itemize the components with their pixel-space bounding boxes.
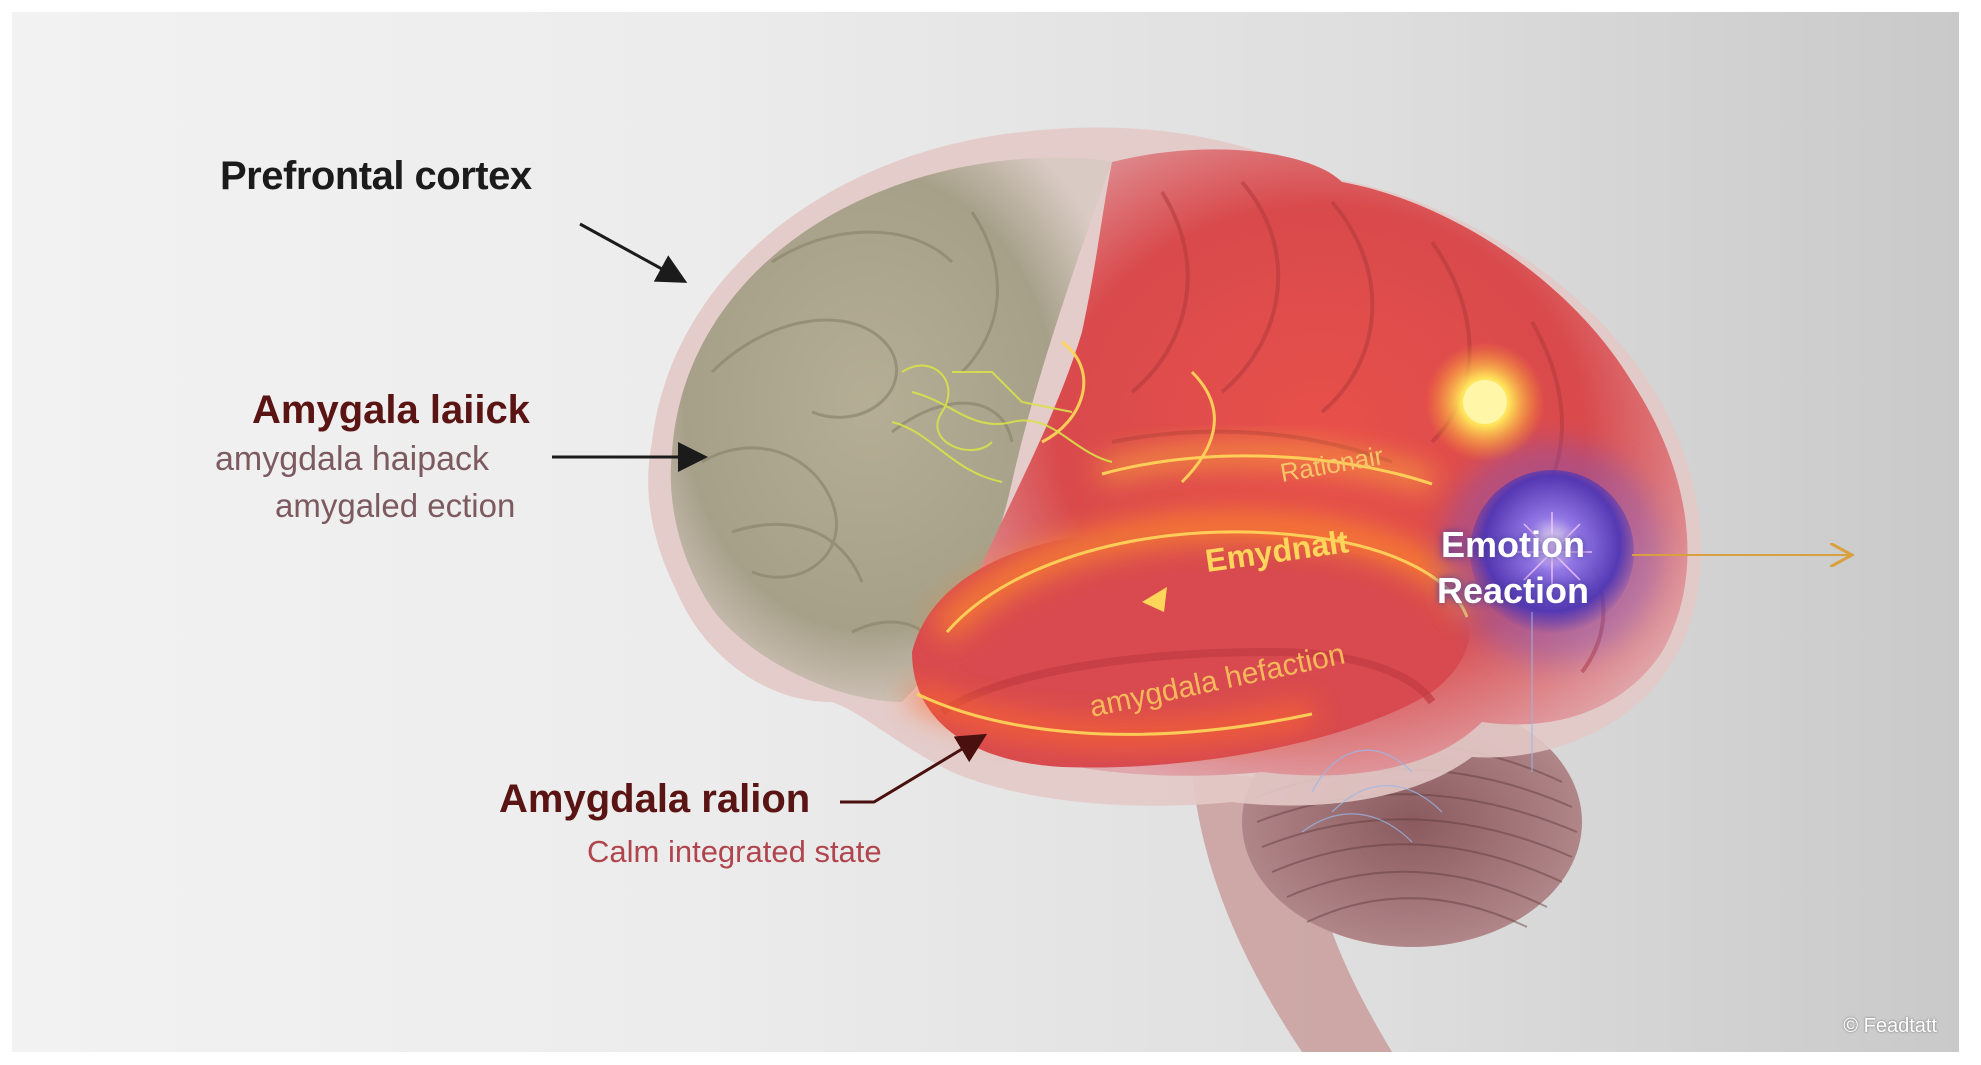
- diagram-canvas: Rationair Emydnalt amygdala hefaction Pr…: [12, 12, 1959, 1052]
- label-amygdala-sub2: amygaled ection: [275, 487, 515, 525]
- label-amygdala-ralion: Amygdala ralion: [499, 777, 810, 822]
- label-amygdala-title: Amygala laiick: [252, 388, 530, 433]
- emotion-line-2: Reaction: [1423, 568, 1603, 614]
- emotion-reaction-label: Emotion Reaction: [1423, 522, 1603, 614]
- label-calm-state: Calm integrated state: [587, 834, 882, 870]
- label-amygdala-sub1: amygdala haipack: [215, 440, 489, 479]
- emotion-line-1: Emotion: [1423, 522, 1603, 568]
- copyright-watermark: © Feadtatt: [1843, 1015, 1937, 1038]
- arrow-prefrontal: [580, 224, 682, 280]
- label-prefrontal-cortex: Prefrontal cortex: [220, 154, 532, 199]
